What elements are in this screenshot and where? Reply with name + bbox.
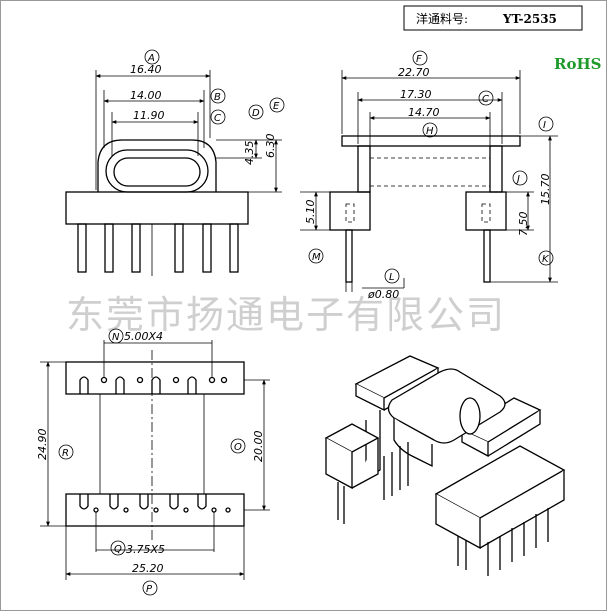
front-height-d: 4.35	[243, 141, 256, 166]
front-width-outer: 16.40	[130, 63, 162, 76]
front-width-mid: 14.00	[130, 89, 162, 102]
svg-text:E: E	[273, 101, 280, 112]
part-number-value: YT-2535	[502, 12, 557, 26]
side-height-m: 5.10	[304, 200, 317, 225]
svg-text:M: M	[312, 252, 321, 263]
svg-text:O: O	[234, 442, 242, 453]
svg-text:K: K	[542, 254, 550, 265]
side-height-total: 15.70	[539, 174, 552, 206]
svg-text:H: H	[426, 126, 434, 137]
svg-text:D: D	[252, 108, 260, 119]
rohs-mark: RoHS	[554, 55, 601, 73]
svg-text:J: J	[515, 174, 520, 185]
label-h: H	[422, 122, 438, 138]
part-number-box: 洋通料号: YT-2535	[403, 5, 583, 31]
label-n: N	[108, 328, 124, 344]
front-width-inner: 11.90	[133, 109, 165, 122]
svg-text:I: I	[543, 120, 546, 131]
bottom-pitch-top: 5.00X4	[124, 330, 163, 343]
bottom-view: 5.00X4 N 3.75X5 Q 25.20 P 24.90 R 20.00 …	[36, 328, 270, 596]
svg-text:A: A	[147, 53, 155, 64]
bottom-height-o: 20.00	[252, 431, 265, 463]
part-number-label: 洋通料号:	[416, 11, 468, 26]
svg-text:F: F	[416, 54, 422, 65]
bottom-pitch-bottom: 3.75X5	[126, 543, 165, 556]
label-i: I	[538, 116, 554, 132]
bottom-width: 25.20	[132, 562, 164, 575]
label-a: A	[144, 49, 160, 65]
watermark-text: 东莞市扬通电子有限公司	[66, 293, 506, 337]
label-d: D	[248, 104, 264, 120]
front-view: 16.40 14.00 11.90 4.35 6.30 A B C D E	[65, 49, 285, 276]
label-m: M	[308, 248, 324, 264]
svg-text:R: R	[62, 448, 69, 459]
label-b: B	[210, 88, 226, 104]
svg-text:B: B	[214, 92, 221, 103]
isometric-view	[324, 355, 566, 576]
front-height-e: 6.30	[264, 134, 277, 159]
label-r: R	[58, 444, 74, 460]
label-f: F	[412, 50, 428, 66]
side-width-outer: 22.70	[398, 66, 430, 79]
label-q: Q	[110, 540, 126, 556]
label-p: P	[142, 580, 158, 596]
label-c-side: C	[478, 90, 494, 106]
side-height-j: 7.50	[517, 212, 530, 237]
svg-text:Q: Q	[114, 544, 122, 555]
svg-text:C: C	[482, 94, 489, 105]
side-width-mid: 17.30	[400, 88, 432, 101]
svg-text:N: N	[112, 332, 120, 343]
label-c: C	[210, 109, 226, 125]
side-view: 22.70 17.30 14.70 15.70 7.50 5.10 ø0.80	[300, 50, 558, 301]
label-l: L	[384, 268, 400, 284]
svg-text:C: C	[214, 113, 221, 124]
svg-text:L: L	[389, 272, 395, 283]
label-e: E	[269, 97, 285, 113]
side-width-inner: 14.70	[408, 106, 440, 119]
bottom-height-r: 24.90	[36, 429, 49, 461]
svg-text:P: P	[146, 584, 153, 595]
label-k: K	[538, 250, 554, 266]
label-j: J	[512, 170, 528, 186]
side-pin-diameter: ø0.80	[367, 288, 399, 301]
label-o: O	[230, 438, 246, 454]
